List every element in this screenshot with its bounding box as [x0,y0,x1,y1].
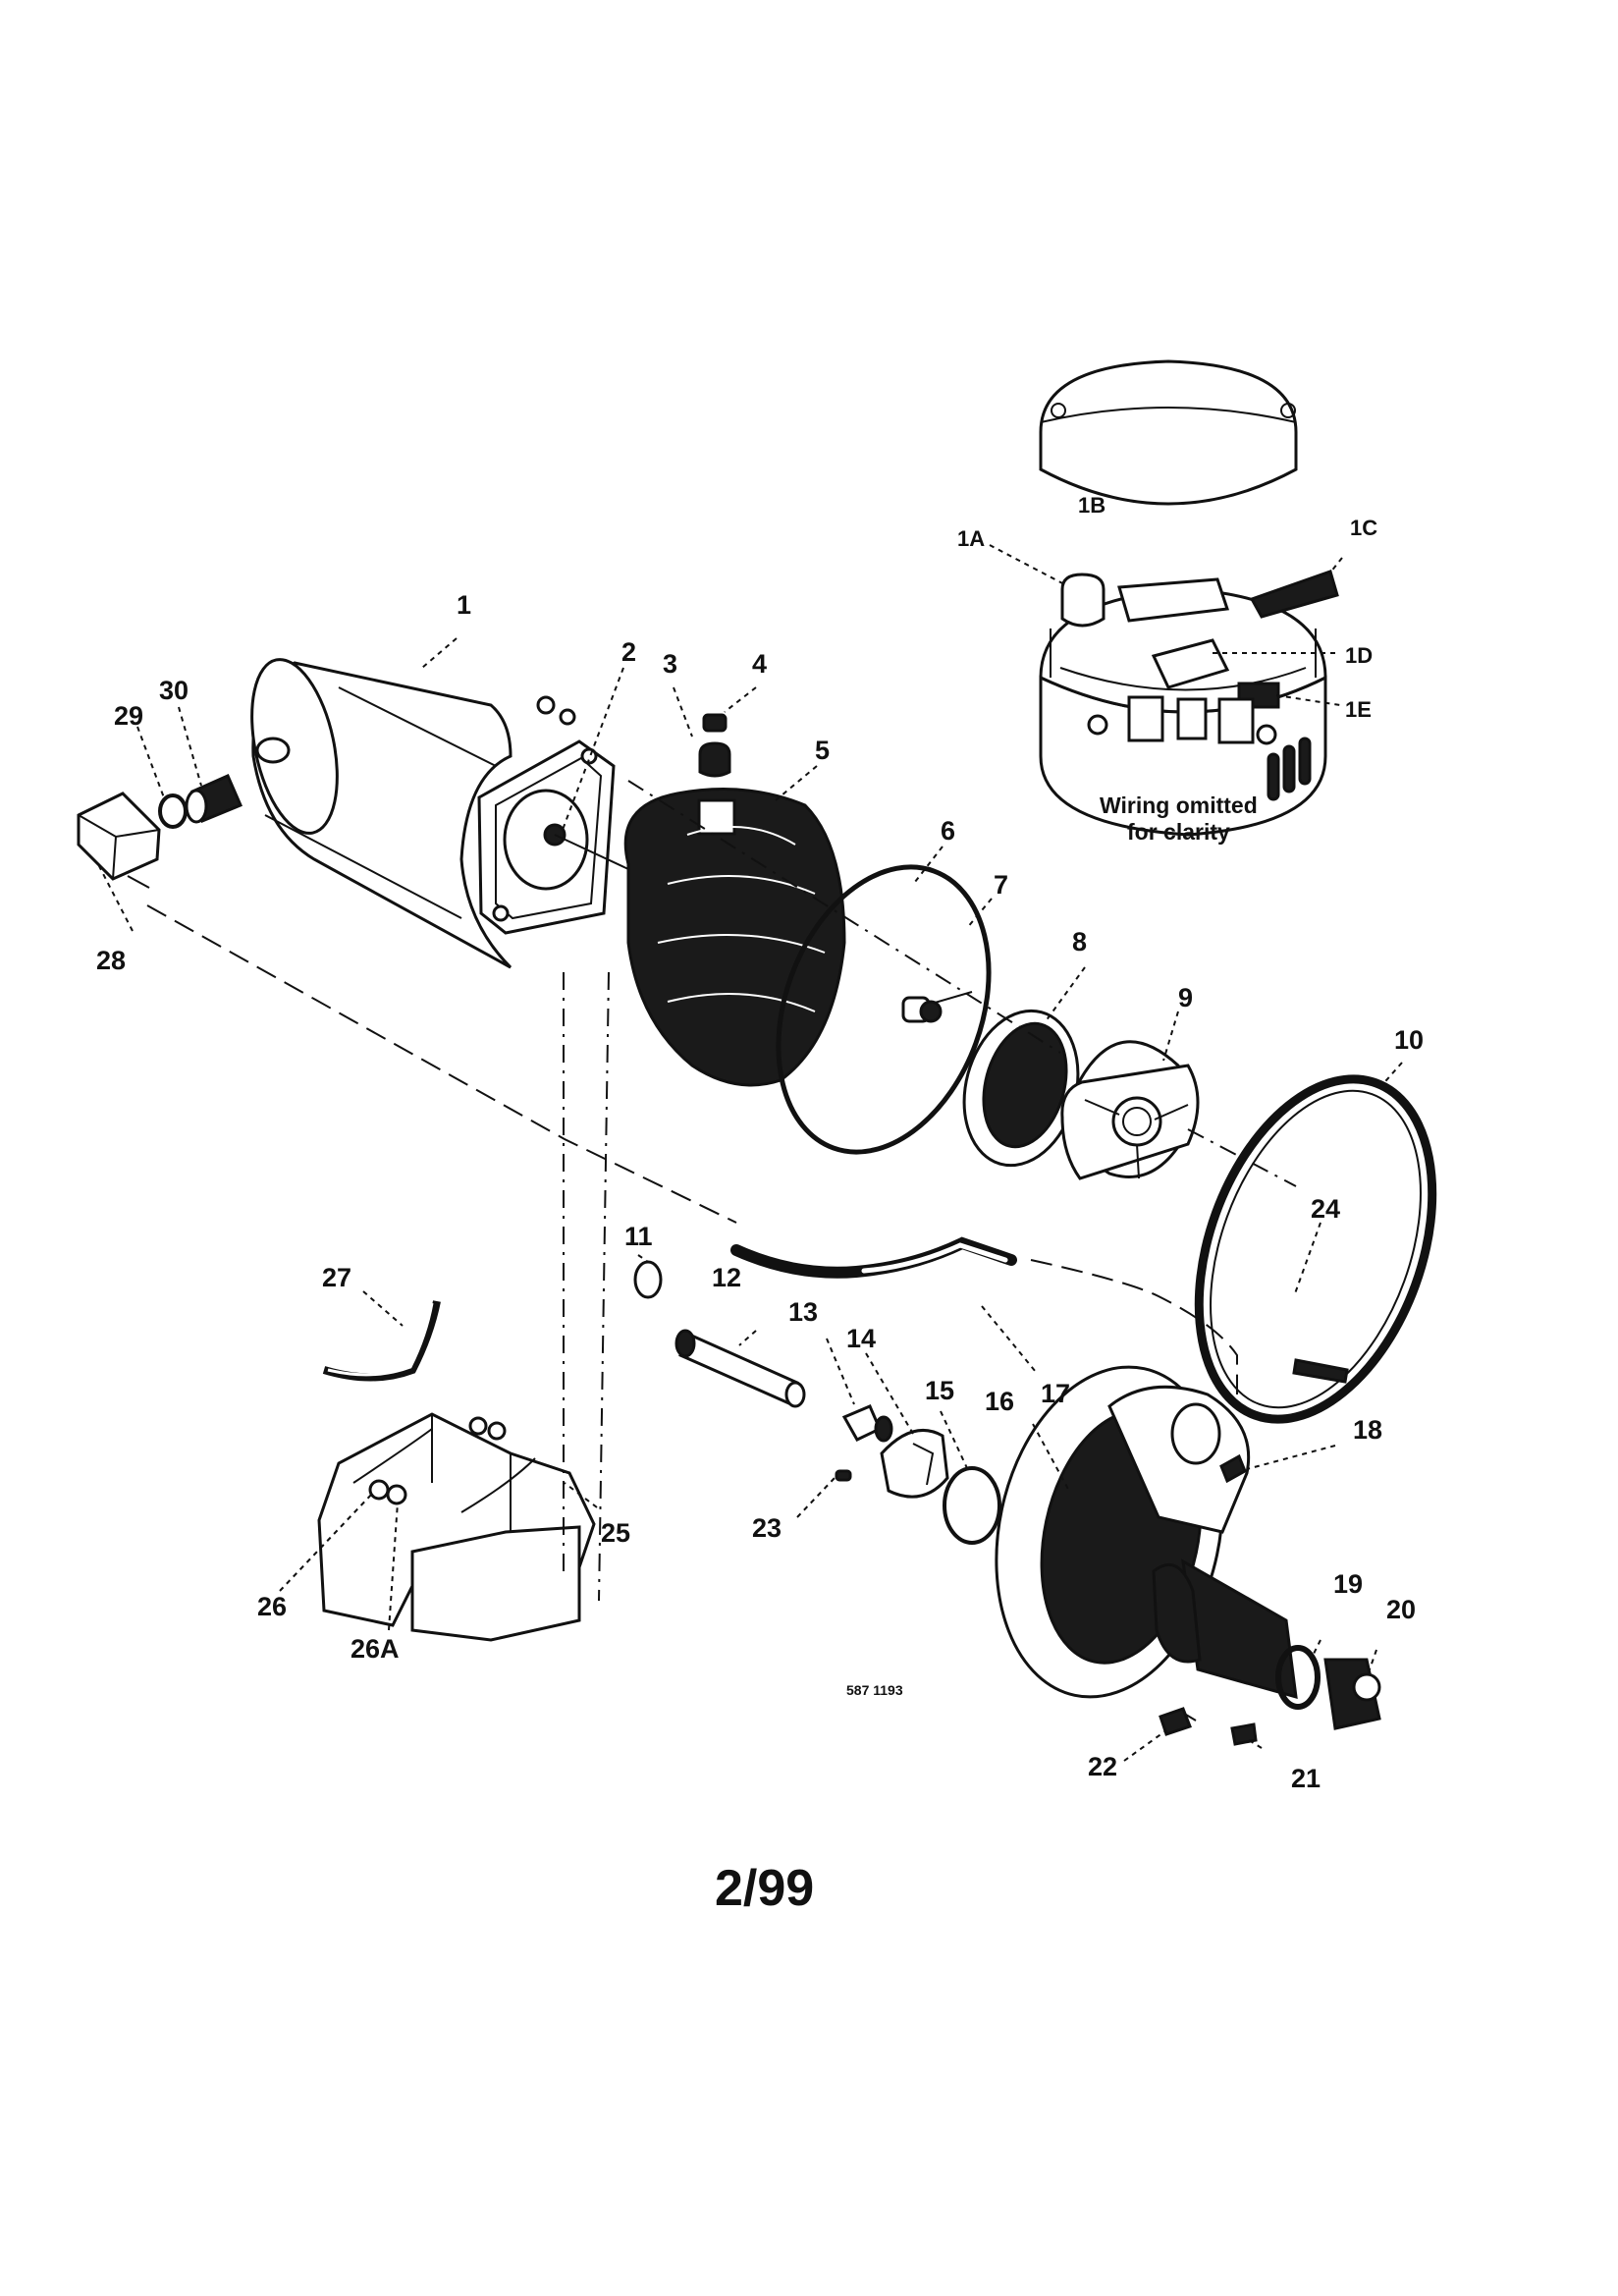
callout-12: 12 [712,1263,741,1292]
callout-13: 13 [788,1297,818,1327]
callout-1c: 1C [1350,516,1377,540]
drawing-number: 587 1193 [846,1682,903,1698]
callout-19: 19 [1333,1569,1363,1599]
diffuser-9 [1060,1040,1200,1180]
callout-1b: 1B [1078,493,1106,518]
oring-6-7 [776,864,992,1155]
callout-3: 3 [663,649,677,679]
clamp-band-10 [1194,1074,1437,1424]
callout-7: 7 [994,870,1008,900]
callout-5: 5 [815,736,830,765]
inset-note-line-2: for clarity [1127,819,1230,845]
callout-18: 18 [1353,1415,1382,1445]
base-25 [317,1412,596,1642]
callout-10: 10 [1394,1025,1424,1055]
jet-assembly-11-15 [633,1260,1001,1545]
callout-26: 26 [257,1592,287,1621]
terminal-1c [1249,570,1339,619]
impeller-8 [962,1009,1080,1168]
callout-26a: 26A [351,1634,400,1664]
callout-1a: 1A [957,526,985,551]
inset-switch-assembly [989,359,1343,837]
callout-8: 8 [1072,927,1087,957]
callout-1e: 1E [1345,697,1372,722]
callout-16: 16 [985,1387,1014,1416]
housing-5 [623,788,846,1087]
callout-24: 24 [1311,1194,1340,1224]
capacitor-1a [1060,573,1106,628]
inset-note-line-1: Wiring omitted [1100,793,1258,818]
switch-plate-1c [1117,577,1230,623]
callout-20: 20 [1386,1595,1416,1624]
callout-30: 30 [159,676,189,705]
callout-21: 21 [1291,1764,1321,1793]
callout-27: 27 [322,1263,351,1292]
callout-9: 9 [1178,983,1193,1012]
assembly-lines [146,780,1297,1602]
switch-28-29-30 [77,774,243,889]
clip-27 [322,1300,441,1382]
callout-6: 6 [941,816,955,846]
callout-4: 4 [752,649,767,679]
tube-17 [730,1236,1017,1279]
callout-29: 29 [114,701,143,731]
callout-labels: 1 1A 1B 1C 1D 1E 2 3 4 5 6 7 8 9 10 11 1… [96,493,1424,1793]
callout-14: 14 [846,1324,876,1353]
callout-2: 2 [621,637,636,667]
callout-15: 15 [925,1376,954,1405]
callout-28: 28 [96,946,126,975]
plug-3-4 [698,713,731,778]
leader-lines [97,637,1403,1762]
callout-11: 11 [624,1222,653,1251]
small-parts-18-23 [835,1453,1381,1746]
callout-1d: 1D [1345,643,1373,668]
callout-17: 17 [1041,1379,1070,1408]
switch-1d [1151,638,1230,689]
volute-16 [995,1365,1298,1700]
date-code: 2/99 [715,1860,814,1917]
callout-22: 22 [1088,1752,1117,1781]
callout-23: 23 [752,1513,782,1543]
end-cover-1b [1039,359,1298,506]
callout-25: 25 [601,1518,630,1548]
motor-1 [250,658,576,969]
seal-plate-2 [477,739,629,935]
callout-1: 1 [457,590,471,620]
